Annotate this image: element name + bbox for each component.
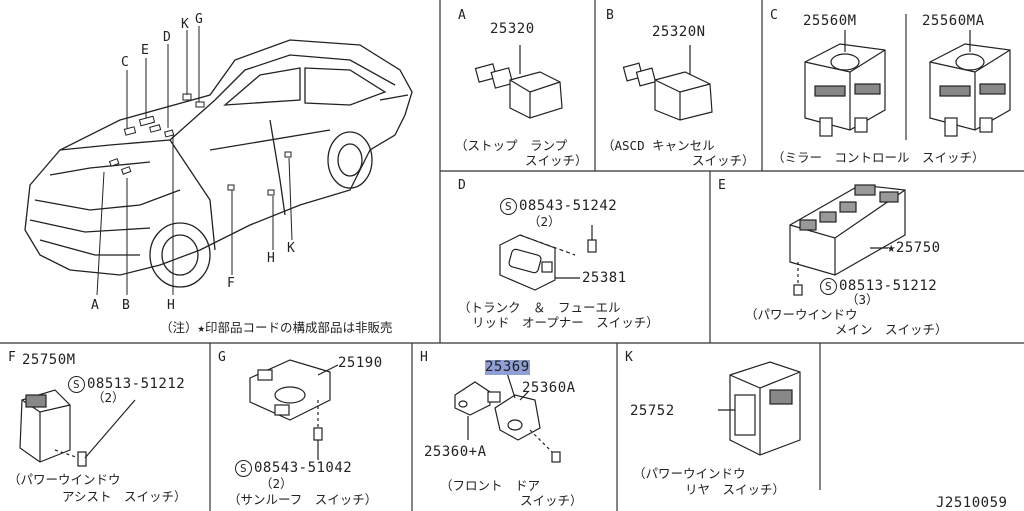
screw-number: 08513-51212 xyxy=(839,278,938,294)
part-number-25320n: 25320N xyxy=(652,24,706,40)
part-d-caption-1: （トランク ＆ フューエル xyxy=(458,300,621,315)
section-k-letter: K xyxy=(625,350,633,365)
s-mark-icon: S xyxy=(500,198,517,215)
section-d-letter: D xyxy=(458,178,466,193)
section-a-letter: A xyxy=(458,8,466,23)
part-number-25752: 25752 xyxy=(630,403,675,419)
screw-qty: （2） xyxy=(260,476,293,491)
part-k-caption-1: （パワーウインドウ xyxy=(633,466,746,481)
s-mark-icon: S xyxy=(820,278,837,295)
screw-qty: （2） xyxy=(528,214,561,229)
part-e-caption-1: （パワーウインドウ xyxy=(745,307,858,322)
screw-number: 08543-51242 xyxy=(519,198,618,214)
part-c-caption: （ミラー コントロール スイッチ） xyxy=(772,150,985,165)
diagram-code: J2510059 xyxy=(936,495,1008,511)
callout-h2: H xyxy=(267,251,275,266)
part-a-caption-1: （ストップ ランプ xyxy=(455,138,568,153)
section-g-letter: G xyxy=(218,350,226,365)
part-f-caption-1: （パワーウインドウ xyxy=(8,472,121,487)
section-c-letter: C xyxy=(770,8,778,23)
callout-k: K xyxy=(181,17,189,32)
part-a-illustration xyxy=(474,45,563,119)
callout-f: F xyxy=(227,276,235,291)
part-number-25190: 25190 xyxy=(338,355,383,371)
screw-qty: （2） xyxy=(92,390,125,405)
screw-number: 08543-51042 xyxy=(254,460,353,476)
screw-qty: （3） xyxy=(846,292,879,307)
s-mark-icon: S xyxy=(235,460,252,477)
part-d-illustration xyxy=(499,225,597,291)
part-number-25750m: 25750M xyxy=(22,352,76,368)
part-c-illustration xyxy=(804,30,1011,137)
callout-g: G xyxy=(195,12,203,27)
part-d-caption-2: リッド オープナー スイッチ） xyxy=(472,315,659,330)
part-number-25750: ★25750 xyxy=(887,240,941,256)
callout-d: D xyxy=(163,30,171,45)
part-a-caption-2: スイッチ） xyxy=(525,153,588,168)
part-h-caption-2: スイッチ） xyxy=(520,493,583,508)
part-f-illustration xyxy=(19,389,136,467)
callout-c: C xyxy=(121,55,129,70)
part-f-caption-2: アシスト スイッチ） xyxy=(62,489,187,504)
part-e-illustration xyxy=(789,184,906,296)
car-illustration xyxy=(24,39,413,288)
part-b-illustration xyxy=(622,45,713,121)
callout-h: H xyxy=(167,298,175,313)
part-number-25360-plus-a: 25360+A xyxy=(424,444,487,460)
part-number-25360a: 25360A xyxy=(522,380,576,396)
section-f-letter: F xyxy=(8,350,16,365)
section-h-letter: H xyxy=(420,350,428,365)
part-number-25381: 25381 xyxy=(582,270,627,286)
part-number-25320: 25320 xyxy=(490,21,535,37)
part-number-25560m: 25560M xyxy=(803,13,857,29)
part-b-caption-2: スイッチ） xyxy=(692,153,755,168)
part-k-caption-2: リヤ スイッチ） xyxy=(685,482,786,497)
part-e-caption-2: メイン スイッチ） xyxy=(835,322,948,337)
callout-a: A xyxy=(91,298,99,313)
part-number-25369-highlighted[interactable]: 25369 xyxy=(485,359,530,375)
callout-k2: K xyxy=(287,241,295,256)
part-g-caption: （サンルーフ スイッチ） xyxy=(228,492,378,507)
section-e-letter: E xyxy=(718,178,726,193)
part-g-illustration xyxy=(249,359,339,460)
screw-number: 08513-51212 xyxy=(87,376,186,392)
s-mark-icon: S xyxy=(68,376,85,393)
section-b-letter: B xyxy=(606,8,614,23)
part-k-illustration xyxy=(718,361,801,456)
part-b-caption-1: （ASCD キャンセル xyxy=(602,138,715,153)
part-number-25560ma: 25560MA xyxy=(922,13,985,29)
callout-b: B xyxy=(122,298,130,313)
callout-e: E xyxy=(141,43,149,58)
part-h-illustration xyxy=(454,372,561,463)
overview-note: （注）★印部品コードの構成部品は非販売 xyxy=(160,320,393,335)
part-h-caption-1: （フロント ドア xyxy=(440,478,541,493)
